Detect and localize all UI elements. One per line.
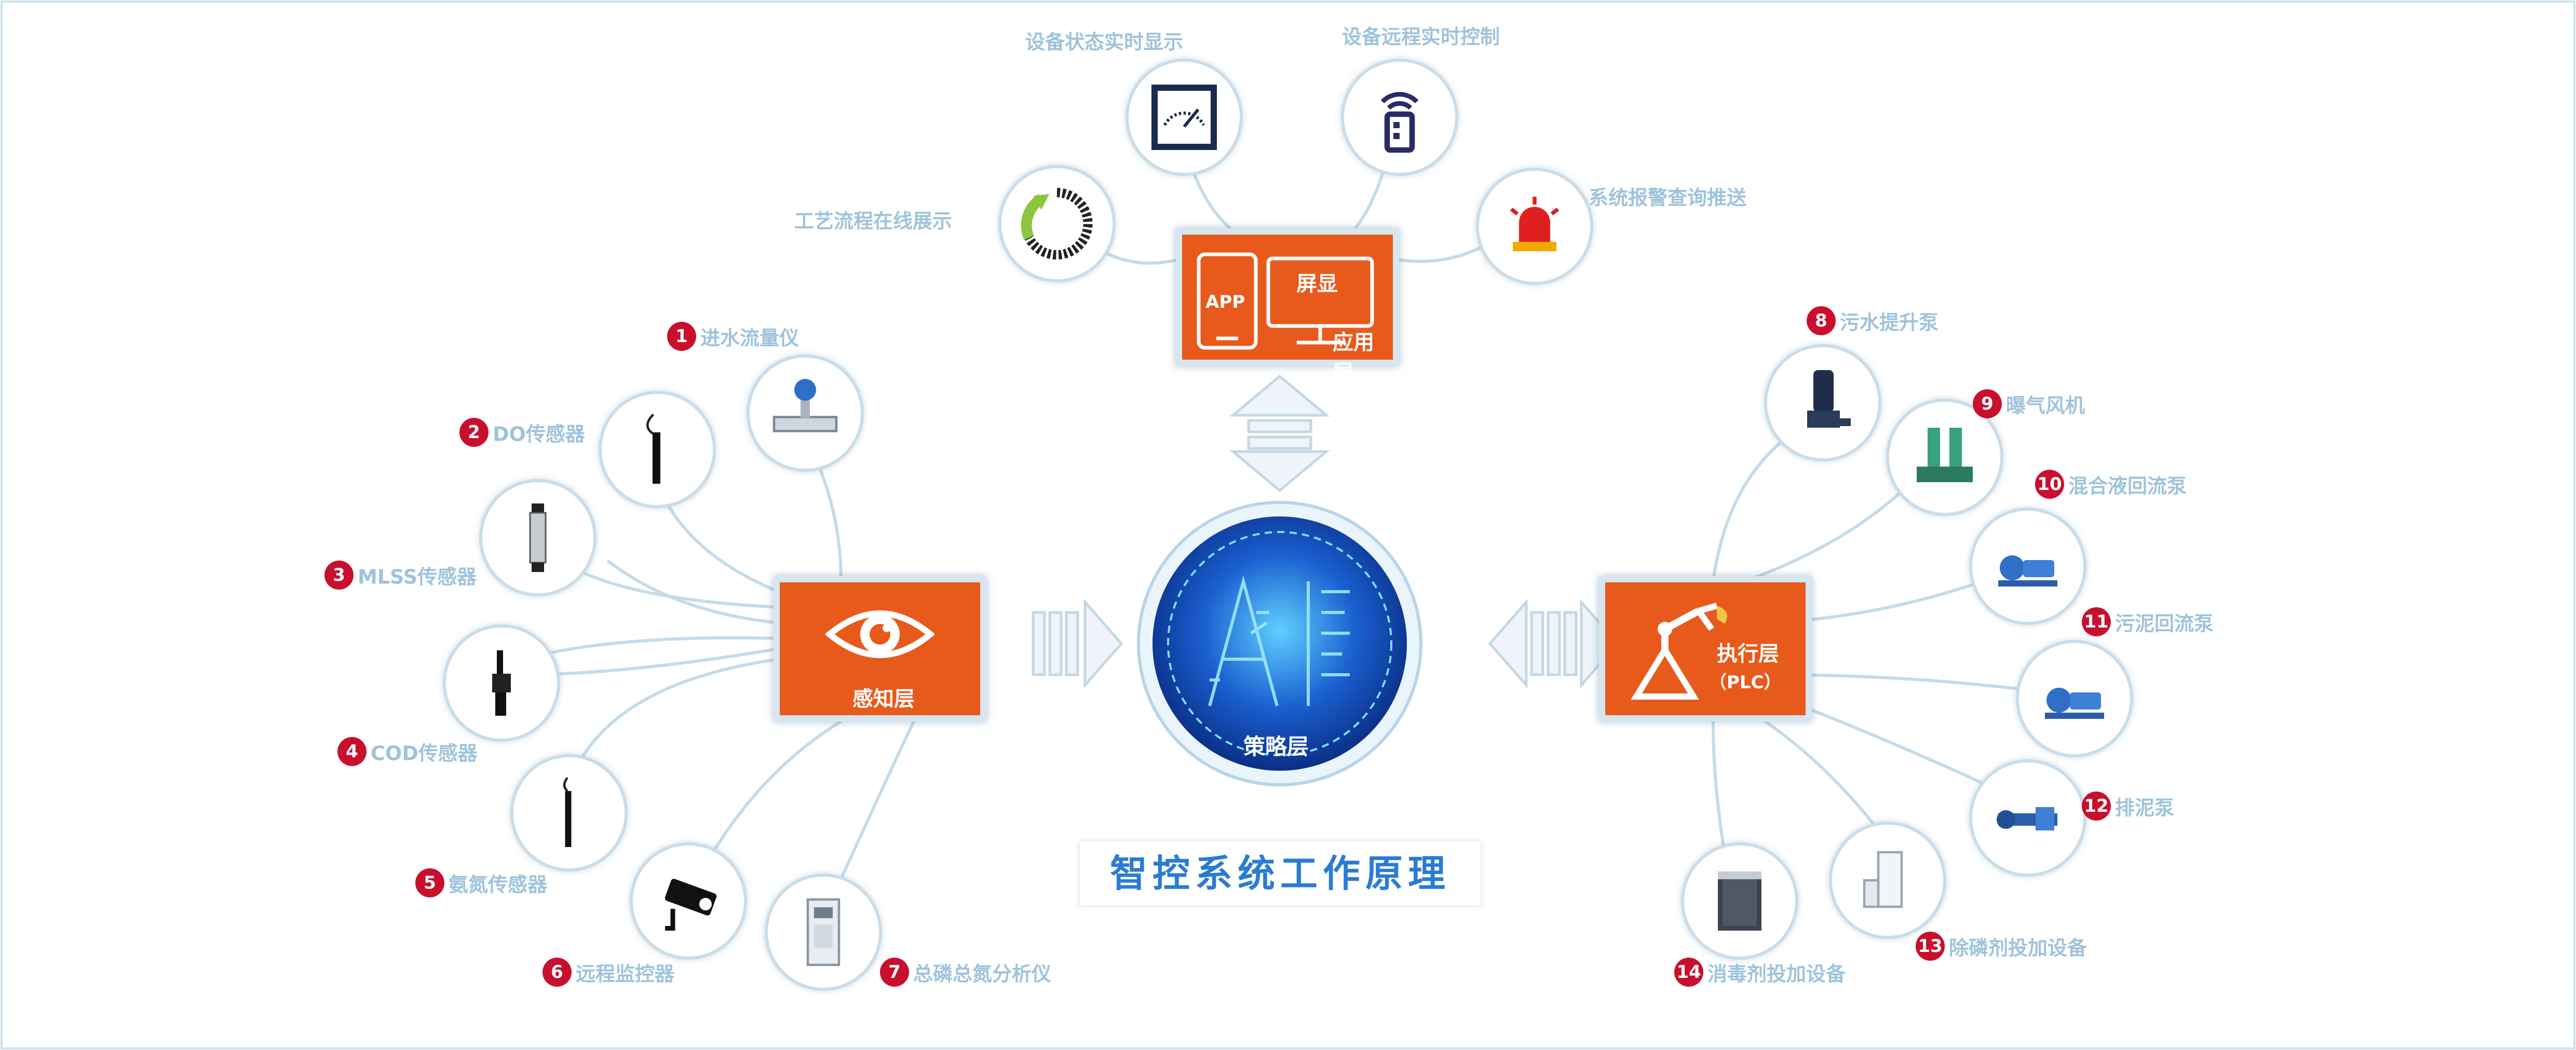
progress-ring-icon bbox=[1021, 188, 1093, 260]
analyzer-icon bbox=[806, 898, 840, 966]
app-tag: APP bbox=[1205, 292, 1245, 312]
execution-layer-hub: 执行层 （PLC） bbox=[1599, 576, 1812, 721]
actuator-node-9[interactable] bbox=[1886, 399, 2003, 516]
screw-pump-icon bbox=[1997, 807, 2057, 830]
probe-icon bbox=[646, 413, 660, 484]
perception-layer-label: 感知层 bbox=[852, 687, 915, 711]
pump-icon bbox=[2045, 688, 2104, 719]
execution-layer-label: 执行层 bbox=[1717, 642, 1779, 666]
sensor-node-1[interactable] bbox=[747, 354, 864, 472]
display-label: 屏显 bbox=[1296, 272, 1338, 296]
blower-icon bbox=[1917, 428, 1973, 482]
remote-control-node[interactable] bbox=[1341, 59, 1458, 176]
diagram-title: 智控系统工作原理 bbox=[1080, 842, 1481, 905]
sensor-node-2[interactable] bbox=[599, 391, 716, 508]
alarm-push-node[interactable] bbox=[1476, 168, 1593, 285]
flowmeter-icon bbox=[772, 379, 838, 432]
gauge-icon bbox=[1151, 85, 1217, 150]
sensor-node-6[interactable] bbox=[630, 842, 747, 960]
app-label-remote: 设备远程实时控制 bbox=[1342, 25, 1500, 48]
sensor-node-3[interactable] bbox=[479, 479, 596, 596]
actuator-node-13[interactable] bbox=[1829, 822, 1946, 939]
sensor-node-5[interactable] bbox=[510, 754, 628, 871]
application-layer-label: 应用层 bbox=[1333, 331, 1374, 385]
actuator-node-11[interactable] bbox=[2016, 640, 2133, 757]
actuator-node-12[interactable] bbox=[1969, 759, 2086, 877]
execution-layer-sublabel: （PLC） bbox=[1709, 672, 1782, 693]
sensor-node-4[interactable] bbox=[443, 624, 560, 742]
probe-icon bbox=[492, 650, 511, 716]
process-display-node[interactable] bbox=[998, 165, 1116, 282]
strategy-layer-label: 策略层 bbox=[1243, 734, 1309, 759]
eye-icon bbox=[825, 610, 934, 658]
probe-icon bbox=[529, 503, 547, 572]
application-layer-hub: APP 屏显 应用层 bbox=[1176, 228, 1399, 385]
app-label-alarm: 系统报警查询推送 bbox=[1589, 186, 1747, 209]
probe-icon bbox=[563, 777, 572, 847]
actuator-node-14[interactable] bbox=[1681, 842, 1798, 960]
status-display-node[interactable] bbox=[1126, 59, 1243, 176]
actuator-node-8[interactable] bbox=[1764, 344, 1881, 461]
robot-arm-icon bbox=[1631, 603, 1727, 700]
app-label-process: 工艺流程在线展示 bbox=[794, 210, 953, 233]
app-screen-icon bbox=[1197, 252, 1374, 350]
cabinet-icon bbox=[1718, 871, 1761, 931]
remote-control-icon bbox=[1380, 92, 1419, 153]
actuator-node-10[interactable] bbox=[1969, 508, 2086, 625]
alarm-light-icon bbox=[1510, 197, 1560, 251]
dosing-unit-icon bbox=[1863, 851, 1903, 908]
submersible-pump-icon bbox=[1807, 370, 1851, 428]
sensor-node-7[interactable] bbox=[765, 874, 882, 991]
perception-layer-hub: 感知层 bbox=[774, 576, 986, 721]
app-label-status: 设备状态实时显示 bbox=[1025, 31, 1184, 53]
pump-icon bbox=[1998, 555, 2057, 587]
camera-icon bbox=[665, 879, 717, 931]
ai-core-icon bbox=[1137, 501, 1422, 786]
